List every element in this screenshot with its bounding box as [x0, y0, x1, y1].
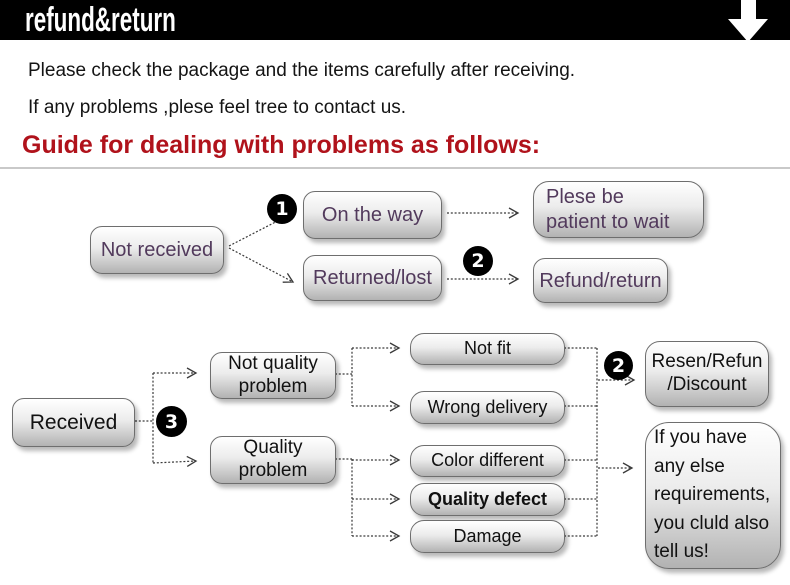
- node-quality-problem-label: Quality problem: [238, 437, 308, 481]
- section-divider: [0, 167, 790, 169]
- node-received: Received: [12, 398, 135, 447]
- header-banner: refund&return: [0, 0, 790, 40]
- node-wrong-delivery-label: Wrong delivery: [427, 396, 548, 417]
- node-on-the-way: On the way: [303, 191, 442, 239]
- node-not-received-label: Not received: [100, 239, 214, 261]
- node-damage: Damage: [410, 520, 565, 553]
- node-quality-defect: Quality defect: [410, 483, 565, 516]
- node-wrong-delivery: Wrong delivery: [410, 391, 565, 424]
- node-refund-return-label: Refund/return: [539, 269, 662, 292]
- node-color-different-label: Color different: [431, 450, 544, 471]
- node-quality-problem: Quality problem: [210, 436, 336, 484]
- node-color-different: Color different: [410, 445, 565, 477]
- badge-2-resend-number: 2: [611, 354, 626, 377]
- guide-heading: Guide for dealing with problems as follo…: [22, 131, 541, 159]
- badge-2-number: 2: [471, 250, 485, 272]
- badge-1-number: 1: [275, 198, 289, 220]
- badge-2-refund: 2: [463, 246, 493, 276]
- badge-3-received: 3: [156, 406, 187, 437]
- node-returned-lost-label: Returned/lost: [313, 267, 432, 289]
- intro-line-2: If any problems ,plese feel tree to cont…: [28, 97, 407, 118]
- node-not-quality-problem-label: Not quality problem: [228, 352, 318, 397]
- down-arrow-head: [728, 19, 768, 42]
- node-refund-return: Refund/return: [533, 258, 668, 303]
- badge-3-number: 3: [164, 410, 179, 433]
- node-resend-refund-discount: Resen/Refun /Discount: [645, 341, 769, 407]
- intro-line-1: Please check the package and the items c…: [28, 60, 576, 81]
- node-quality-defect-label: Quality defect: [427, 488, 548, 509]
- node-patient-wait-label: Plese be patient to wait: [546, 185, 670, 233]
- node-not-fit-label: Not fit: [463, 338, 511, 359]
- node-received-label: Received: [29, 410, 118, 434]
- node-on-the-way-label: On the way: [321, 204, 424, 226]
- node-other-requirements-label: If you have any else requirements, you c…: [654, 427, 771, 563]
- node-not-fit: Not fit: [410, 333, 565, 365]
- node-resend-refund-discount-label: Resen/Refun /Discount: [651, 351, 763, 395]
- node-not-quality-problem: Not quality problem: [210, 352, 336, 399]
- node-damage-label: Damage: [453, 525, 522, 546]
- badge-1-on-the-way: 1: [267, 194, 297, 224]
- node-patient-wait: Plese be patient to wait: [533, 181, 704, 238]
- badge-2-resend: 2: [604, 351, 633, 380]
- down-arrow-shaft: [740, 0, 756, 19]
- node-returned-lost: Returned/lost: [303, 255, 442, 301]
- page-title: refund&return: [25, 0, 176, 39]
- down-arrow-icon: [728, 0, 768, 44]
- node-other-requirements: If you have any else requirements, you c…: [645, 422, 781, 569]
- node-not-received: Not received: [90, 226, 224, 274]
